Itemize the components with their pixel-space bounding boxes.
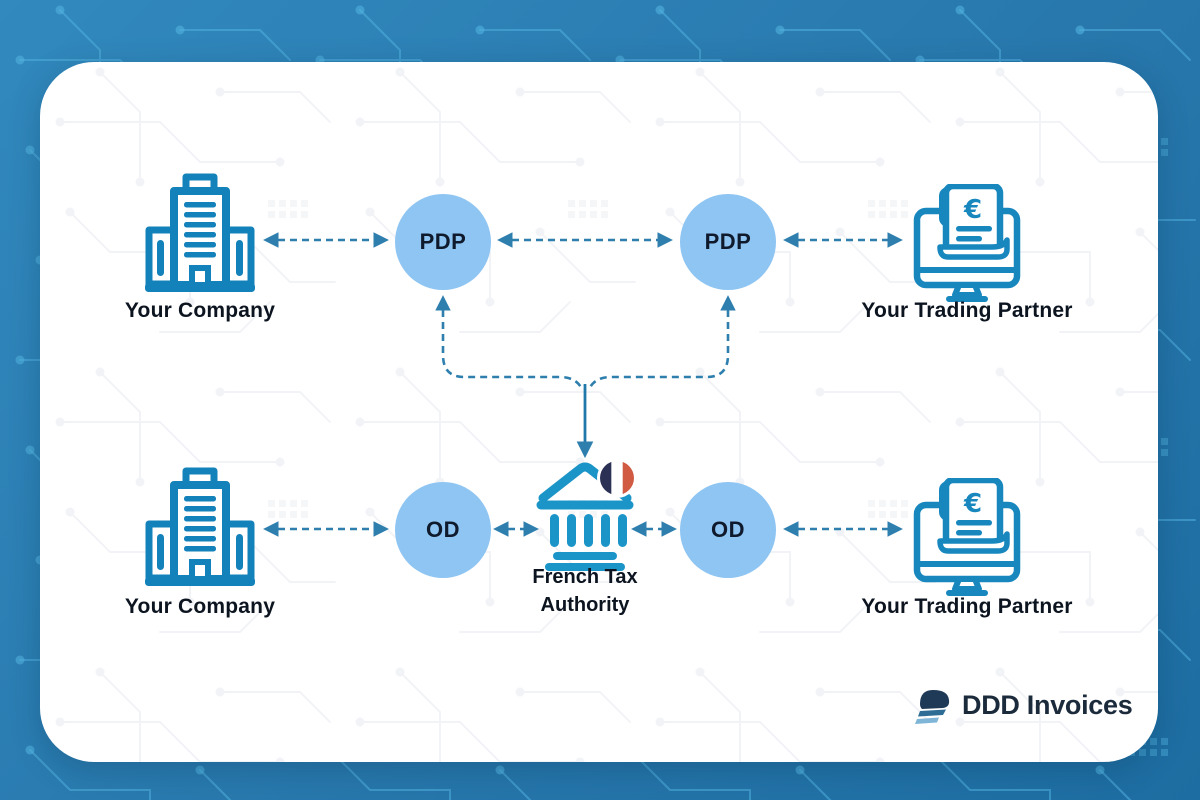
ddd-invoices-logo-text: DDD Invoices <box>962 689 1133 720</box>
od-node-right: OD <box>680 482 776 578</box>
company-label-top: Your Company <box>124 299 276 322</box>
company-building-icon-top <box>145 173 255 292</box>
od-node-left: OD <box>395 482 491 578</box>
od-node-right-label: OD <box>711 517 745 542</box>
ddd-invoices-logo-icon <box>915 690 950 724</box>
partner-label-top: Your Trading Partner <box>861 299 1073 322</box>
invoice-monitor-icon-bottom: € <box>913 478 1021 596</box>
pdp-node-left: PDP <box>395 194 491 290</box>
euro-symbol-top: € <box>963 195 982 225</box>
pdp-node-right: PDP <box>680 194 776 290</box>
invoice-monitor-icon-top: € <box>913 184 1021 302</box>
card-circuit-watermark <box>40 62 1158 762</box>
od-node-left-label: OD <box>426 517 460 542</box>
ddd-invoices-logo: DDD Invoices <box>912 686 1133 724</box>
company-label-bottom: Your Company <box>124 595 276 618</box>
partner-label-bottom: Your Trading Partner <box>861 595 1073 618</box>
french-tax-authority-icon <box>536 458 637 571</box>
pdp-node-right-label: PDP <box>704 229 752 254</box>
company-building-icon-bottom <box>145 467 255 586</box>
euro-symbol-bottom: € <box>963 489 982 519</box>
pdp-node-left-label: PDP <box>419 229 467 254</box>
diagram-card <box>40 62 1158 762</box>
french-flag-icon <box>597 458 637 498</box>
authority-label: French Tax Authority <box>532 566 638 616</box>
